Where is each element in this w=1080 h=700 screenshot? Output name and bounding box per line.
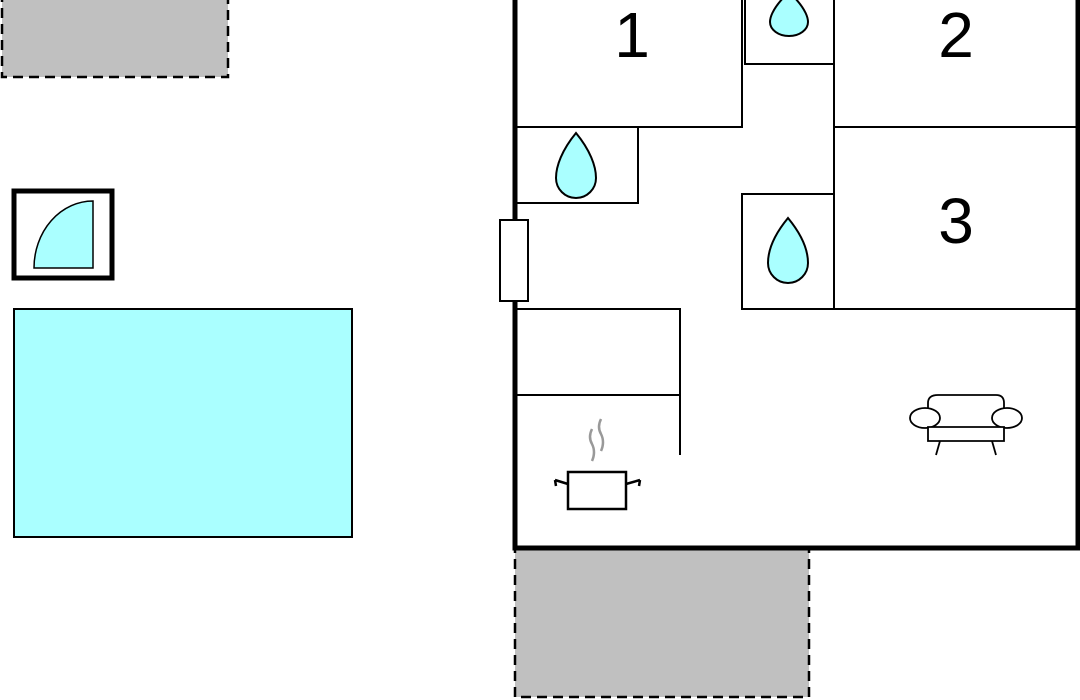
room-label-bedroom-1: 1 — [614, 0, 650, 71]
sofa-icon — [909, 394, 1023, 456]
terrace-bottom — [513, 547, 811, 699]
water-drop-icon — [554, 131, 598, 199]
room-label-bedroom-3: 3 — [938, 185, 974, 257]
pool — [13, 308, 353, 538]
entrance-door — [499, 219, 529, 302]
shower-quarter-circle-icon — [33, 200, 94, 269]
terrace-top-left — [0, 0, 230, 79]
interior-walls — [514, 0, 1076, 455]
cooking-pot-icon — [553, 418, 642, 511]
room-label-bedroom-2: 2 — [938, 0, 974, 71]
outdoor-shower — [11, 188, 115, 281]
water-drop-icon — [766, 216, 810, 284]
water-drop-icon — [768, 0, 810, 37]
